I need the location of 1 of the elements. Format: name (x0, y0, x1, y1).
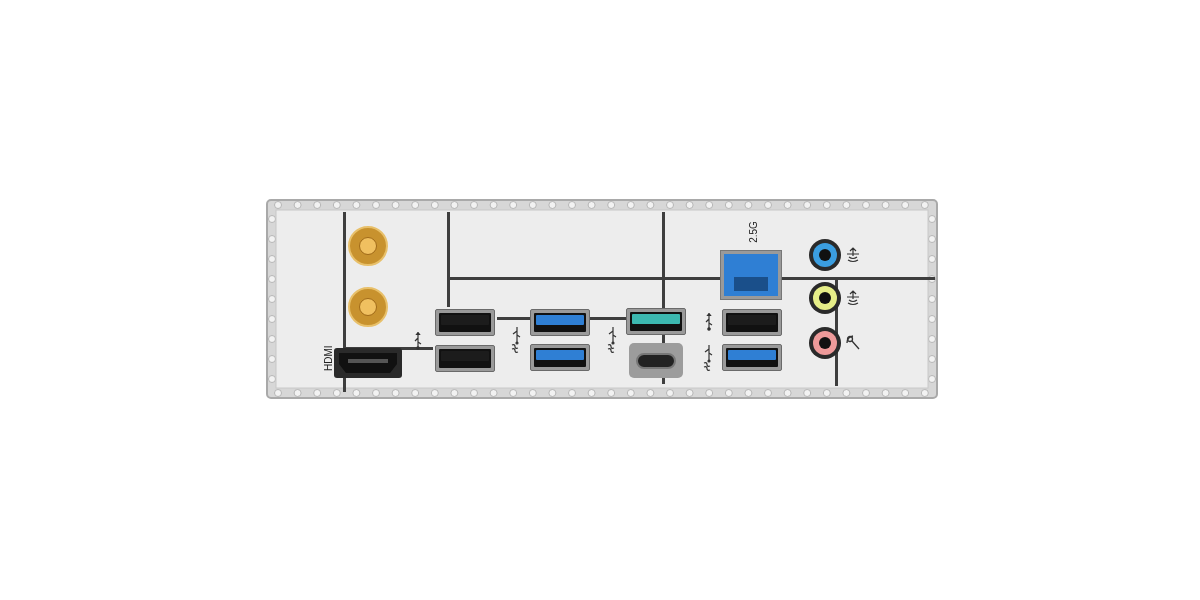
port-label: 2.5G (748, 220, 760, 245)
